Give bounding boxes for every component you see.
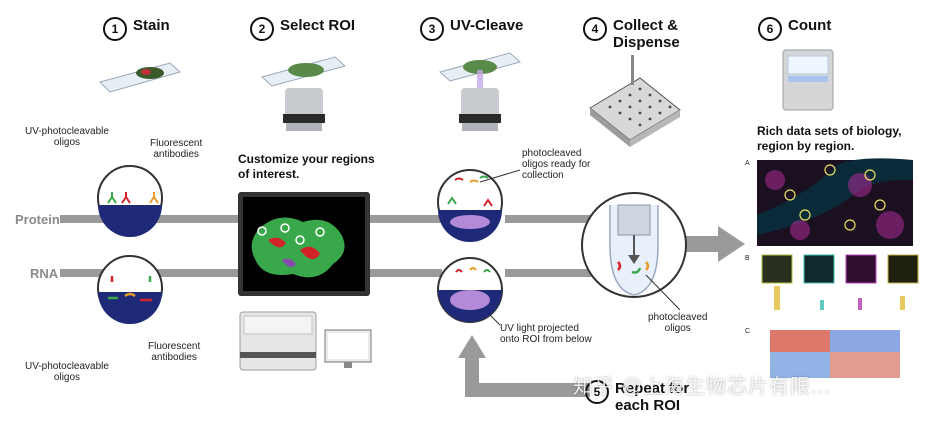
step-6-header: 6 Count (758, 17, 831, 41)
roi-monitor (238, 192, 370, 296)
step-1-header: 1 Stain (103, 17, 170, 41)
label-cleaved-ready: photocleaved oligos ready for collection (522, 148, 591, 181)
label-uv-light: UV light projected onto ROI from below (500, 323, 592, 345)
cleave-protein-circle (437, 169, 521, 242)
microscope-icon-select (260, 56, 347, 131)
repeat-loop-arrow (465, 355, 590, 397)
panel-b-images (761, 254, 919, 310)
panel-label-b: B (745, 255, 750, 262)
step-4-number: 4 (583, 17, 607, 41)
collect-tube-circle (581, 192, 687, 311)
step-5-header: 5 Repeat for each ROI (585, 380, 689, 414)
rna-bar-mid (370, 269, 442, 277)
protein-bar-mid (370, 215, 442, 223)
step-1-number: 1 (103, 17, 127, 41)
label-fluor-bottom: Fluorescent antibodies (148, 341, 201, 363)
stain-protein-circle (97, 165, 163, 237)
label-uv-oligos-top: UV-photocleavable oligos (25, 126, 109, 148)
well-plate-icon (589, 55, 681, 147)
step-3-header: 3 UV-Cleave (420, 17, 523, 41)
watermark: 知乎 @上海生物芯片有限... (573, 376, 831, 398)
geomx-instrument (239, 311, 372, 371)
step-2-label: Select ROI (280, 17, 356, 34)
row-label-protein: Protein (15, 212, 60, 227)
stain-slide-icon (99, 62, 182, 93)
step-5-number: 5 (585, 380, 609, 404)
panel-a-image (757, 158, 913, 246)
cleave-rna-circle (437, 257, 503, 326)
step-3-label: UV-Cleave (450, 17, 524, 34)
label-rich-data: Rich data sets of biology, region by reg… (757, 124, 902, 153)
microscope-icon-cleave (438, 52, 522, 131)
label-uv-oligos-bottom: UV-photocleavable oligos (25, 361, 109, 383)
step-6-label: Count (788, 17, 832, 34)
output-arrow (670, 226, 745, 262)
step-2-header: 2 Select ROI (250, 17, 355, 41)
step-1-label: Stain (133, 17, 170, 34)
panel-label-c: C (745, 328, 751, 335)
step-3-number: 3 (420, 17, 444, 41)
step-4-label: Collect & Dispense (613, 17, 680, 51)
stain-rna-circle (97, 255, 163, 324)
step-2-number: 2 (250, 17, 274, 41)
repeat-arrowhead (458, 335, 486, 358)
step-6-number: 6 (758, 17, 782, 41)
protein-bar-right (505, 215, 600, 223)
panel-label-a: A (745, 160, 750, 167)
rna-bar-right (505, 269, 600, 277)
label-fluor-top: Fluorescent antibodies (150, 138, 203, 160)
step-5-label: Repeat for each ROI (615, 380, 690, 414)
step-4-header: 4 Collect & Dispense (583, 17, 680, 51)
sequencer-icon (782, 49, 834, 111)
row-label-rna: RNA (30, 266, 59, 281)
label-customize: Customize your regions of interest. (238, 152, 375, 181)
label-cleaved-oligos: photocleaved oligos (648, 312, 708, 334)
panel-c-heatmap (770, 330, 900, 378)
